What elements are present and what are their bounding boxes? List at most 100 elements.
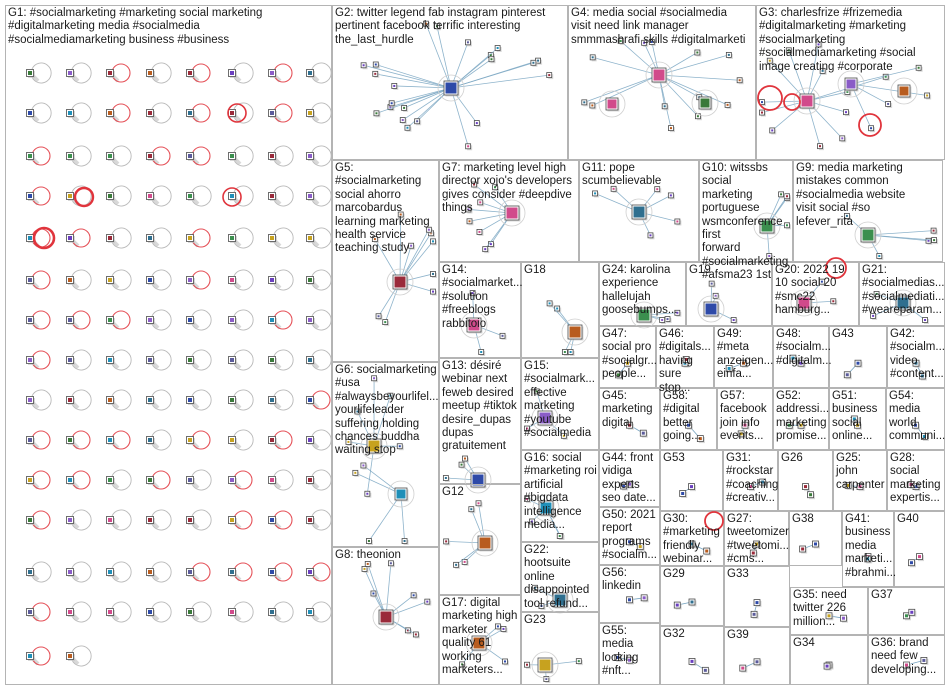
group-g26 (778, 450, 833, 511)
node (530, 59, 538, 67)
node (396, 443, 404, 451)
group-panel-g33: G33 (724, 566, 790, 627)
group-g42 (887, 326, 945, 388)
node (412, 631, 420, 639)
node (186, 476, 195, 485)
group-g1 (5, 5, 332, 685)
node (430, 271, 437, 278)
hub-node (631, 204, 648, 221)
node (106, 109, 115, 118)
node (575, 658, 583, 666)
node (903, 661, 911, 670)
group-g16 (521, 450, 599, 542)
node (739, 664, 748, 673)
group-g19 (686, 262, 772, 326)
node (478, 349, 486, 356)
group-g8 (332, 547, 439, 685)
node (797, 359, 806, 368)
group-panel-g19: G19 (686, 262, 772, 326)
hub-node (466, 317, 483, 334)
group-g36 (868, 635, 945, 685)
node (268, 69, 277, 78)
group-panel-g45: G45: marketing digital (599, 388, 660, 450)
node (26, 436, 35, 445)
group-label: G37 (871, 589, 893, 601)
node (306, 396, 315, 405)
hub-node (703, 301, 720, 318)
node (589, 54, 597, 62)
node (922, 317, 930, 324)
node (538, 603, 546, 610)
node (268, 568, 277, 577)
node (106, 276, 115, 285)
node (759, 478, 768, 487)
hub-node (844, 77, 859, 92)
hub-node (796, 295, 813, 312)
node (146, 316, 155, 325)
group-label: G39 (727, 629, 749, 641)
node (696, 435, 705, 444)
node (492, 184, 500, 192)
node (146, 192, 155, 201)
group-panel-g15: G15: #socialmark... effective marketing … (521, 358, 599, 450)
node (567, 349, 575, 356)
node (626, 538, 634, 547)
node (306, 316, 315, 325)
group-label: G48: #socialm... #digitalm... (776, 328, 832, 367)
group-panel-g5: G5: #socialmarketing social ahorro marco… (332, 160, 439, 362)
node (146, 568, 155, 577)
group-label: G4: media social #socialmedia visit need… (571, 7, 746, 46)
node (434, 23, 441, 31)
node (106, 568, 115, 577)
group-label: G7: marketing level high director xojo's… (442, 162, 573, 215)
group-label: G31: #rockstar #coaching #creativ... (726, 452, 779, 505)
node (488, 56, 496, 64)
group-g9 (793, 160, 943, 262)
node (423, 20, 430, 28)
node (146, 69, 155, 78)
node (823, 662, 832, 671)
node (404, 627, 412, 635)
node (750, 610, 759, 619)
hub-node (443, 80, 460, 97)
node (648, 39, 656, 46)
node (228, 276, 237, 285)
group-panel-g46: G46: #digitals... having sure stop... (656, 326, 714, 394)
node (778, 191, 786, 199)
node (186, 356, 195, 365)
node (146, 436, 155, 445)
node (759, 109, 766, 117)
node (876, 253, 884, 260)
node (868, 125, 876, 133)
hub-node (378, 609, 395, 626)
node (915, 64, 923, 72)
hub-node (504, 205, 521, 222)
group-label: G55: media looking #nft... (602, 625, 639, 678)
node (797, 421, 806, 430)
group-panel-g6: G6: socialmarketing #usa #alwaysbeyourli… (332, 362, 439, 547)
group-label: G34 (793, 637, 815, 649)
node (465, 206, 473, 214)
node (499, 332, 507, 340)
node (546, 300, 554, 308)
node (26, 608, 35, 617)
group-g41 (842, 511, 894, 587)
node (614, 654, 623, 662)
node (106, 516, 115, 525)
node (668, 125, 675, 133)
group-g6 (332, 362, 439, 547)
group-g45 (599, 388, 660, 450)
node (753, 540, 761, 549)
node (430, 238, 437, 246)
group-g47 (599, 326, 656, 388)
node (430, 288, 437, 296)
group-label: G32 (663, 628, 685, 640)
node (268, 234, 277, 243)
group-g31 (723, 450, 778, 511)
group-g38 (789, 511, 842, 566)
group-g29 (660, 566, 724, 626)
node (624, 359, 632, 368)
node (682, 356, 691, 364)
node (471, 181, 479, 189)
group-label: G16: social #marketing roi artificial #b… (524, 452, 597, 532)
